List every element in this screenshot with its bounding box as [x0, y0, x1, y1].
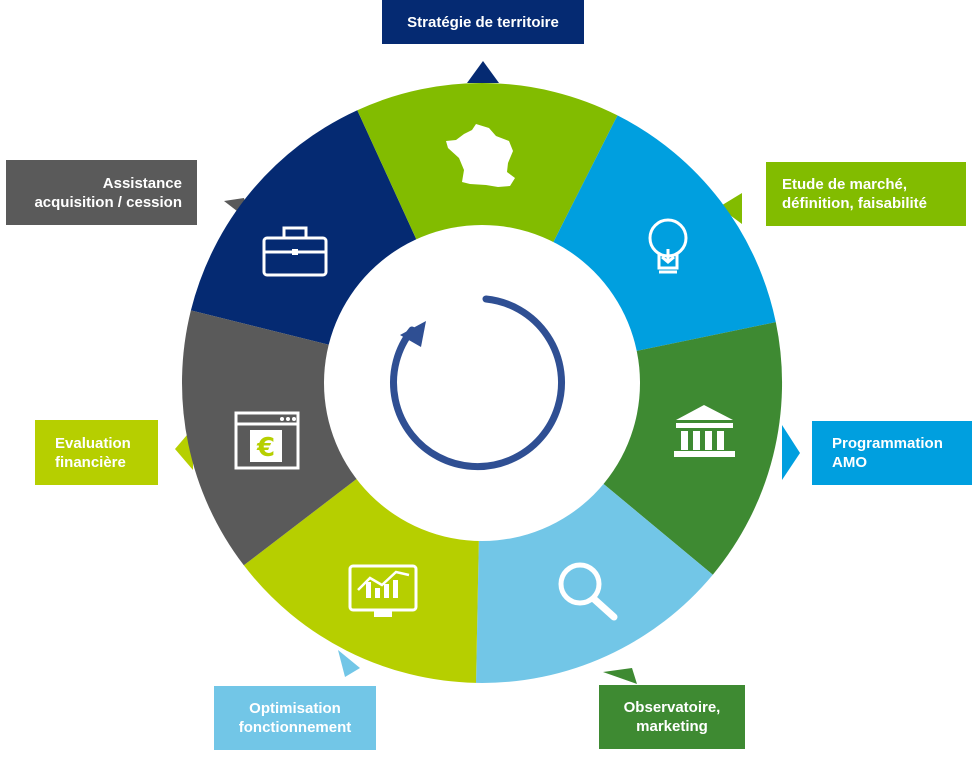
- pointer-opt: [338, 650, 360, 677]
- pointer-etude: [719, 193, 742, 224]
- label-strategie-territoire: Stratégie de territoire: [382, 0, 584, 44]
- magnifier-icon: [558, 562, 618, 621]
- label-text: Optimisation fonctionnement: [238, 700, 352, 736]
- label-text: Programmation AMO: [832, 435, 943, 471]
- pointer-obs: [603, 668, 637, 684]
- svg-text:€: €: [256, 433, 275, 463]
- briefcase-icon: [262, 226, 328, 277]
- label-text: Stratégie de territoire: [407, 13, 559, 31]
- label-etude-marche: Etude de marché, définition, faisabilité: [766, 162, 966, 226]
- france-map-icon: [446, 124, 515, 187]
- lightbulb-icon: [648, 218, 688, 274]
- center-circle: [324, 225, 640, 541]
- label-text: Observatoire, marketing: [623, 699, 721, 735]
- label-programmation-amo: Programmation AMO: [812, 421, 972, 485]
- label-text: Etude de marché, définition, faisabilité: [782, 176, 928, 212]
- label-optimisation-fonctionnement: Optimisation fonctionnement: [214, 686, 376, 750]
- label-text: Evaluation financière: [55, 434, 131, 471]
- pointer-prog: [782, 425, 800, 480]
- cycle-arrow-icon: [390, 295, 565, 471]
- pointer-top: [467, 61, 499, 83]
- label-text: Assistance acquisition / cession: [34, 174, 182, 211]
- label-assistance-acquisition: Assistance acquisition / cession: [6, 160, 197, 225]
- institution-icon: [674, 405, 735, 457]
- label-evaluation-financiere: Evaluation financière: [35, 420, 158, 485]
- monitor-chart-icon: [348, 564, 418, 617]
- euro-window-icon: €: [234, 411, 300, 470]
- label-observatoire-marketing: Observatoire, marketing: [599, 685, 745, 749]
